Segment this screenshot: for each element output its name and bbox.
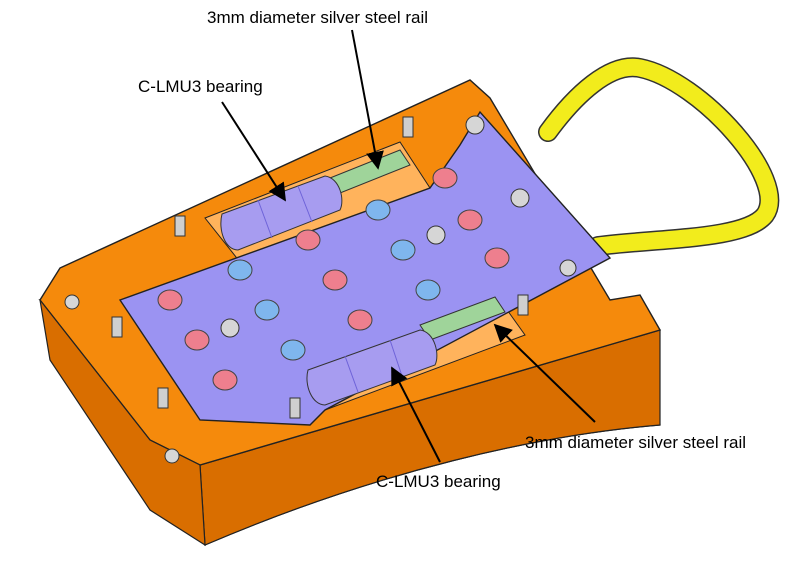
arrow-bearing-bottom xyxy=(391,366,441,463)
pin-icon xyxy=(157,387,169,409)
housing-front-face xyxy=(199,329,661,546)
dot-blue xyxy=(227,259,253,281)
screw-icon xyxy=(465,115,485,135)
pin-icon xyxy=(111,316,123,338)
screw-icon xyxy=(220,318,240,338)
pin-icon xyxy=(517,294,529,316)
dot-blue xyxy=(254,299,280,321)
dot-red xyxy=(157,289,183,311)
arrow-bearing-top xyxy=(221,101,286,202)
screw-icon xyxy=(64,294,80,310)
pin-icon xyxy=(174,215,186,237)
label-bearing-bottom: C-LMU3 bearing xyxy=(376,472,501,491)
label-rail-bottom: 3mm diameter silver steel rail xyxy=(525,433,746,452)
dot-red xyxy=(484,247,510,269)
plate-dots xyxy=(157,167,510,391)
dot-blue xyxy=(280,339,306,361)
dot-red xyxy=(184,329,210,351)
screw-icon xyxy=(559,259,577,277)
label-bearing-top: C-LMU3 bearing xyxy=(138,77,263,96)
screw-icon xyxy=(510,188,530,208)
screw-icon xyxy=(164,448,180,464)
dot-red xyxy=(212,369,238,391)
screw-icon xyxy=(426,225,446,245)
dot-blue xyxy=(415,279,441,301)
housing-left-end xyxy=(39,299,206,547)
dot-red xyxy=(457,209,483,231)
arrow-rail-bottom xyxy=(493,323,596,423)
dot-red xyxy=(347,309,373,331)
top-bearing xyxy=(220,175,343,251)
handle-fill xyxy=(539,58,778,255)
dot-blue xyxy=(365,199,391,221)
pin-icon xyxy=(402,116,414,138)
yellow-handle xyxy=(538,57,780,256)
dot-blue xyxy=(390,239,416,261)
pin-icon xyxy=(289,397,301,419)
dot-red xyxy=(322,269,348,291)
dot-red xyxy=(432,167,458,189)
dot-red xyxy=(295,229,321,251)
label-rail-top: 3mm diameter silver steel rail xyxy=(207,8,428,27)
arrow-rail-top xyxy=(351,29,384,170)
pins xyxy=(111,116,529,419)
screws xyxy=(64,115,577,464)
